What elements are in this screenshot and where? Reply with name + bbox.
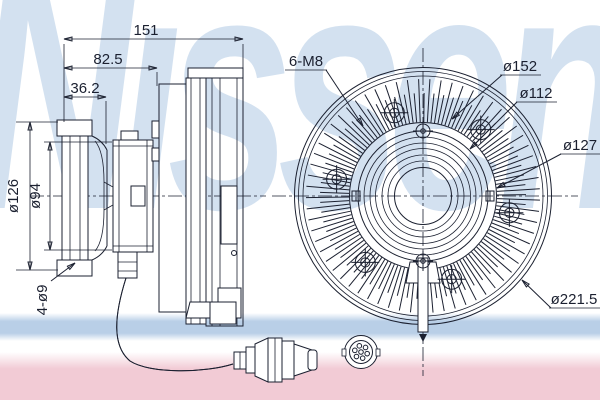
bearing-housing bbox=[112, 130, 154, 253]
cable-terminal-block bbox=[117, 251, 138, 279]
dim-inner-diameter: ø112 bbox=[519, 85, 552, 102]
front-fin-stack bbox=[151, 83, 187, 313]
rear-fin-disc bbox=[205, 77, 244, 327]
dim-length-body: 82.5 bbox=[93, 51, 122, 68]
front-view bbox=[272, 48, 578, 376]
wiring-harness bbox=[116, 277, 381, 383]
dim-length-total: 151 bbox=[133, 22, 158, 39]
mounting-flange bbox=[56, 119, 93, 277]
connector-face-front bbox=[341, 335, 381, 369]
leader-lines bbox=[50, 69, 562, 309]
radial-cooling-fins bbox=[306, 79, 540, 313]
dim-length-front: 36.2 bbox=[70, 80, 99, 97]
clutch-mid-section bbox=[185, 67, 244, 325]
dim-bolt-circle: ø152 bbox=[503, 58, 537, 75]
connector-plug-side bbox=[233, 337, 318, 383]
side-view bbox=[30, 67, 266, 327]
connector-pins bbox=[352, 343, 370, 361]
bottom-actuator bbox=[185, 301, 237, 325]
dim-mid-diameter: ø127 bbox=[563, 137, 597, 154]
dim-pilot-diameter: ø94 bbox=[27, 183, 44, 209]
dim-mount-holes: 4-ø9 bbox=[34, 285, 51, 316]
background-blue-band bbox=[0, 313, 600, 341]
dim-bolts: 6-M8 bbox=[289, 53, 323, 70]
hub-bell bbox=[91, 135, 130, 261]
dim-outer-diameter: ø221.5 bbox=[551, 291, 598, 308]
dimension-annotations: 151 82.5 36.2 ø126 ø94 4-ø9 6-M8 ø152 ø1… bbox=[5, 22, 600, 315]
bolt-holes-and-targets bbox=[322, 98, 524, 294]
cable-core bbox=[116, 277, 234, 372]
dimension-arrows bbox=[27, 36, 244, 271]
dim-flange-diameter: ø126 bbox=[5, 179, 22, 213]
